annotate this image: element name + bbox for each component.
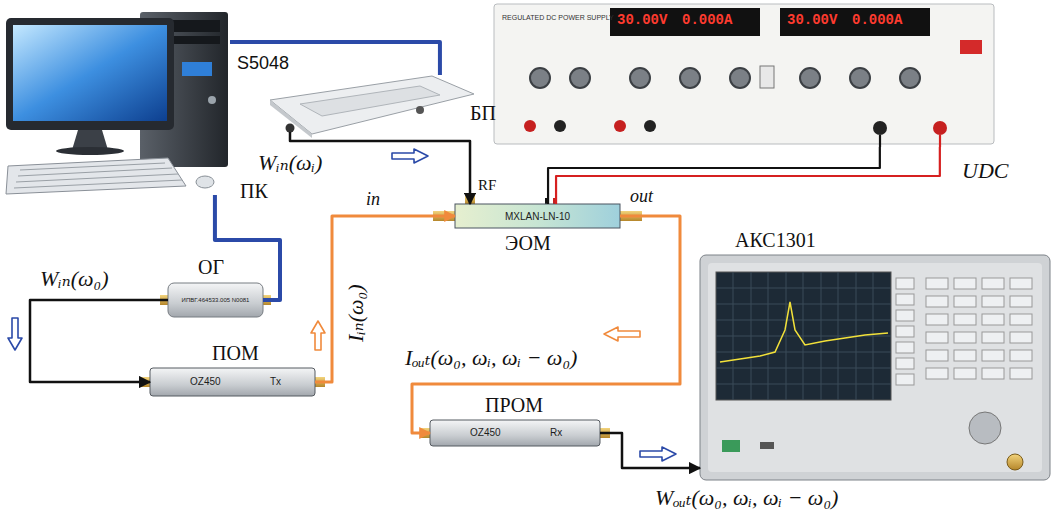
device: ПОМOZ450Tx [150,368,315,396]
transmitter-illustration [140,368,325,396]
model-marking: Tx [270,376,281,387]
lcd-reading: 0.000A [852,12,902,28]
cable [30,300,168,382]
port-label: RF [478,177,496,194]
cable-wire [30,300,168,382]
device: ОГИПВГ.464533.005 N0081 [168,282,263,318]
modulator-illustration [433,195,642,228]
power-supply-illustration [494,4,994,147]
model-marking: OZ450 [470,427,501,438]
direction-arrows [8,149,676,461]
cable [215,195,280,300]
cable-wire [556,147,940,204]
signal-label: Wᵢₙ(ω₀) [40,266,109,292]
cable-wire [548,147,880,204]
cable [230,42,440,75]
cable [600,433,700,468]
device: ПК [5,10,230,195]
device-label: ПОМ [212,342,259,365]
signal-label: Iᵢₙ(ω₀) [343,284,369,342]
lcd-reading: 30.00V [787,12,837,28]
port-label: out [630,186,653,207]
device-label: ПК [240,180,268,203]
cable [412,216,680,433]
device-label: ЭОМ [505,232,551,255]
device: АКС1301 [700,255,1050,480]
vna-illustration [270,76,474,138]
signal-label: Wᵢₙ(ωᵢ) [258,150,322,176]
device-label: ПРОМ [485,394,543,417]
device: ЭОМMXLAN-LN-10 [455,204,620,228]
model-marking: MXLAN-LN-10 [505,211,570,222]
signal-label: UDC [962,158,1008,184]
signal-label: Iₒᵤₜ(ω₀, ωᵢ, ωᵢ − ω₀) [405,345,577,371]
device: ПРОМOZ450Rx [430,420,600,446]
cable [548,147,940,204]
model-marking: Rx [550,427,562,438]
device-label: АКС1301 [735,229,816,252]
panel-caption: REGULATED DC POWER SUPPLY [502,14,614,21]
device-label: БП [470,102,496,125]
lcd-reading: 30.00V [617,12,667,28]
cable-wire [600,433,700,468]
serial-marking: ИПВГ.464533.005 N0081 [181,297,251,304]
device: БПREGULATED DC POWER SUPPLY30.00V0.000A3… [492,2,997,147]
lcd-reading: 0.000A [682,12,732,28]
analyzer-illustration [700,255,1050,480]
signal-label: Wₒᵤₜ(ω₀, ωᵢ, ωᵢ − ω₀) [655,485,838,511]
cable-wire [215,195,280,300]
computer-illustration [6,12,228,194]
device: S5048 [265,75,475,137]
port-label: in [366,189,380,210]
cable-wire [412,216,680,433]
device-label: S5048 [237,53,289,74]
generator-illustration [160,283,271,317]
cable-wire [230,42,440,75]
model-marking: OZ450 [190,376,221,387]
device-label: ОГ [198,256,224,279]
receiver-illustration [420,420,610,446]
